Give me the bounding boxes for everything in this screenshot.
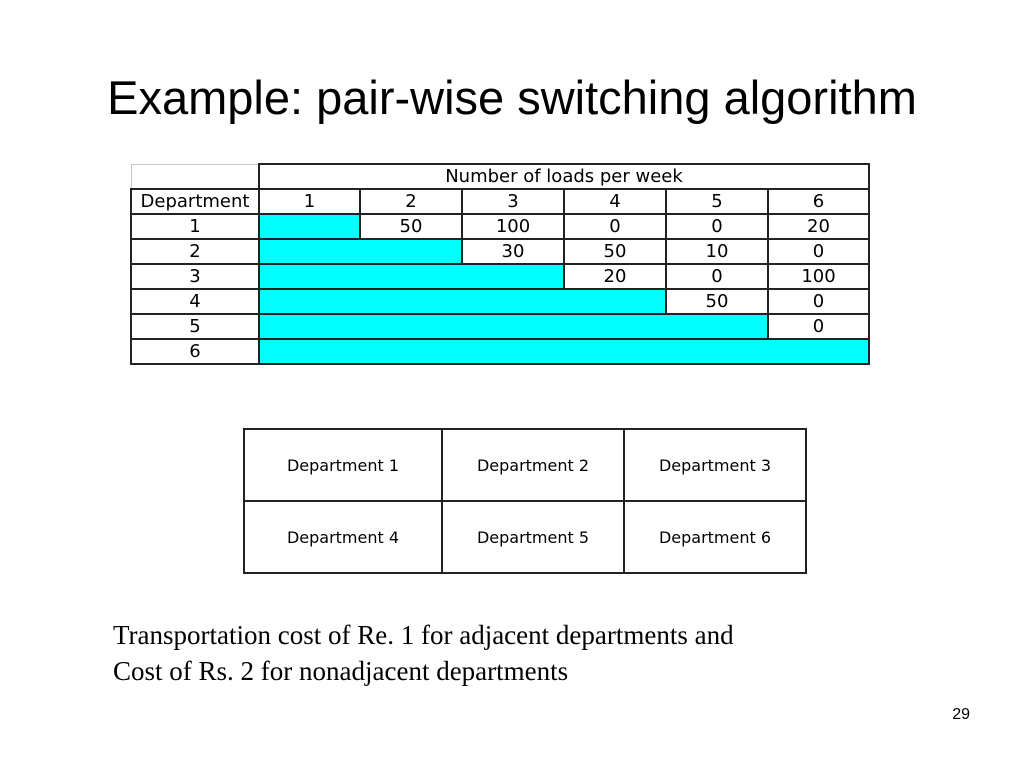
department-cell: Department 5 (441, 500, 625, 574)
table-cell: 50 (563, 238, 667, 265)
layout-row: Department 4 Department 5 Department 6 (243, 500, 807, 574)
cost-note: Transportation cost of Re. 1 for adjacen… (113, 617, 973, 689)
row-label: 5 (130, 313, 260, 340)
table-cell: 50 (359, 213, 463, 240)
department-cell: Department 2 (441, 428, 625, 502)
filled-cell (258, 338, 870, 365)
row-label: 1 (130, 213, 260, 240)
table-cell: 0 (767, 238, 870, 265)
table-cell: 0 (563, 213, 667, 240)
slide-title: Example: pair-wise switching algorithm (107, 71, 917, 124)
column-header: 1 (258, 188, 361, 215)
column-header: 4 (563, 188, 667, 215)
layout-row: Department 1 Department 2 Department 3 (243, 428, 807, 502)
table-cell: 10 (665, 238, 769, 265)
group-header-row: Number of loads per week (130, 163, 870, 190)
table-cell: 20 (767, 213, 870, 240)
cost-note-line: Cost of Rs. 2 for nonadjacent department… (113, 656, 569, 686)
table-row: 2 30 50 10 0 (130, 238, 870, 265)
filled-cell (258, 313, 769, 340)
filled-cell (258, 213, 361, 240)
table-row: 3 20 0 100 (130, 263, 870, 290)
table-cell: 0 (665, 263, 769, 290)
department-cell: Department 6 (623, 500, 807, 574)
table-cell: 30 (461, 238, 565, 265)
table-cell: 0 (767, 313, 870, 340)
column-header: 5 (665, 188, 769, 215)
filled-cell (258, 288, 667, 315)
table-row: 1 50 100 0 0 20 (130, 213, 870, 240)
row-label: 4 (130, 288, 260, 315)
corner-label: Department (130, 188, 260, 215)
filled-cell (258, 238, 463, 265)
department-cell: Department 4 (243, 500, 443, 574)
blank-corner-cell (130, 163, 260, 190)
column-header: 3 (461, 188, 565, 215)
row-label: 6 (130, 338, 260, 365)
cost-note-line: Transportation cost of Re. 1 for adjacen… (113, 620, 734, 650)
table-cell: 50 (665, 288, 769, 315)
department-layout-grid: Department 1 Department 2 Department 3 D… (243, 428, 807, 574)
row-label: 2 (130, 238, 260, 265)
page-number: 29 (952, 706, 970, 723)
column-header-row: Department 1 2 3 4 5 6 (130, 188, 870, 215)
department-cell: Department 1 (243, 428, 443, 502)
row-label: 3 (130, 263, 260, 290)
group-header: Number of loads per week (258, 163, 870, 190)
table-row: 4 50 0 (130, 288, 870, 315)
table-cell: 0 (767, 288, 870, 315)
table-cell: 100 (767, 263, 870, 290)
department-cell: Department 3 (623, 428, 807, 502)
column-header: 6 (767, 188, 870, 215)
table-cell: 20 (563, 263, 667, 290)
column-header: 2 (359, 188, 463, 215)
table-cell: 100 (461, 213, 565, 240)
table-cell: 0 (665, 213, 769, 240)
loads-per-week-table: Number of loads per week Department 1 2 … (130, 163, 870, 365)
filled-cell (258, 263, 565, 290)
table-row: 6 (130, 338, 870, 365)
table-row: 5 0 (130, 313, 870, 340)
